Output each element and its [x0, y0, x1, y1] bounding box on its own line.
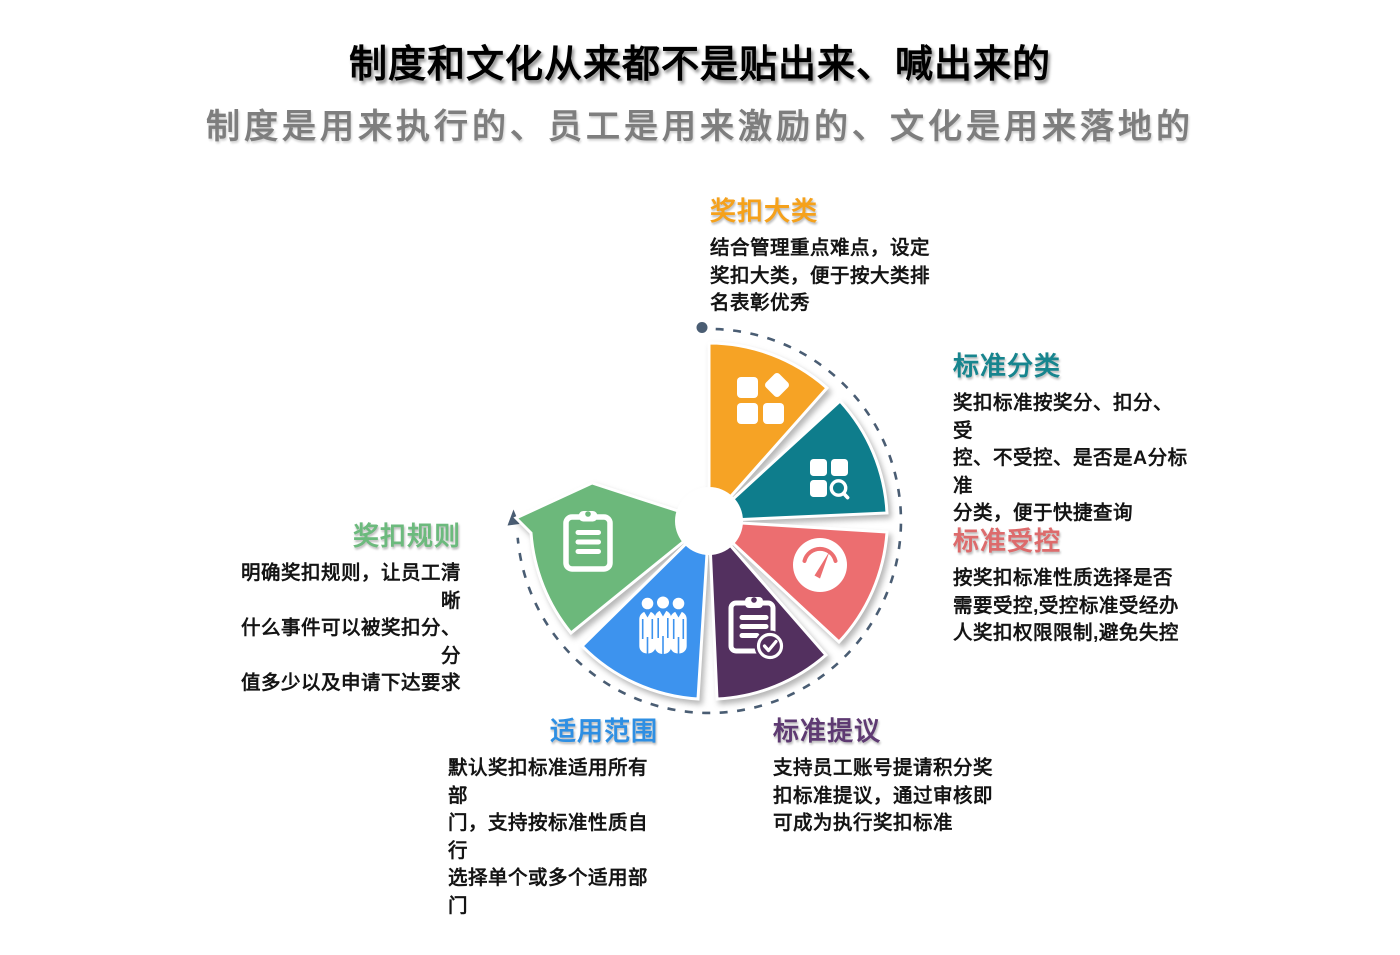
- callout-heading: 适用范围: [549, 716, 658, 746]
- callout-text-line: 人奖扣权限限制,避免失控: [953, 622, 1179, 644]
- callout-text-line: 值多少以及申请下达要求: [240, 672, 461, 694]
- callout-heading: 奖扣大类: [710, 196, 819, 226]
- grid-diamond-icon: [737, 373, 789, 424]
- callout-text-line: 默认奖扣标准适用所有部: [448, 757, 649, 807]
- callout-text-line: 明确奖扣规则，让员工清晰: [240, 562, 461, 612]
- header: 制度和文化从来都不是贴出来、喊出来的 制度是用来执行的、员工是用来激励的、文化是…: [0, 0, 1400, 146]
- clipboard-check-icon: [728, 597, 786, 662]
- people-icon: [639, 596, 687, 654]
- callout-standard-controlled: 标准受控 按奖扣标准性质选择是否 需要受控,受控标准受经办 人奖扣权限限制,避免…: [953, 526, 1189, 648]
- callout-heading: 奖扣规则: [352, 521, 461, 551]
- callout-text-line: 门，支持按标准性质自行: [448, 812, 649, 862]
- wheel-center-hub: [675, 487, 743, 555]
- wedge-standard-proposal: [707, 516, 829, 701]
- callout-text-line: 选择单个或多个适用部门: [448, 867, 649, 917]
- callout-text-line: 按奖扣标准性质选择是否: [953, 567, 1174, 589]
- page-subtitle: 制度是用来执行的、员工是用来激励的、文化是用来落地的: [206, 108, 1194, 146]
- callout-heading: 标准受控: [953, 526, 1062, 556]
- wedge-standard-classification: [704, 398, 889, 523]
- callout-heading: 标准分类: [953, 351, 1062, 381]
- callout-text-line: 控、不受控、是否是A分标准: [953, 447, 1188, 497]
- callout-text-line: 扣标准提议，通过审核即: [773, 784, 994, 807]
- callout-text-line: 名表彰优秀: [710, 292, 811, 314]
- callout-award-categories: 奖扣大类 结合管理重点难点，设定 奖扣大类，便于按大类排 名表彰优秀: [710, 196, 942, 318]
- callout-text-line: 什么事件可以被奖扣分、分: [240, 617, 461, 667]
- arc-start-dot: [696, 322, 708, 333]
- callout-standard-classification: 标准分类 奖扣标准按奖分、扣分、受 控、不受控、是否是A分标准 分类，便于快捷查…: [953, 351, 1189, 528]
- callout-text-line: 结合管理重点难点，设定: [710, 237, 931, 259]
- grid-search-icon: [810, 459, 850, 500]
- callout-text-line: 支持员工账号提请积分奖: [773, 757, 994, 779]
- wedge-apply-scope: [579, 517, 711, 701]
- callout-text-line: 需要受控,受控标准受经办: [953, 594, 1179, 617]
- callout-heading: 标准提议: [773, 716, 882, 746]
- callout-text-line: 可成为执行奖扣标准: [773, 812, 954, 834]
- callout-apply-scope: 适用范围 默认奖扣标准适用所有部 门，支持按标准性质自行 选择单个或多个适用部门: [448, 716, 658, 920]
- callout-text-line: 奖扣标准按奖分、扣分、受: [953, 392, 1174, 442]
- clipboard-icon: [563, 511, 613, 572]
- gauge-icon: [793, 538, 847, 592]
- page-title: 制度和文化从来都不是贴出来、喊出来的: [348, 44, 1051, 86]
- callout-text-line: 分类，便于快捷查询: [953, 502, 1134, 524]
- callout-reward-rules: 奖扣规则 明确奖扣规则，让员工清晰 什么事件可以被奖扣分、分 值多少以及申请下达…: [231, 521, 461, 698]
- callout-standard-proposal: 标准提议 支持员工账号提请积分奖 扣标准提议，通过审核即 可成为执行奖扣标准: [773, 716, 1005, 838]
- callout-text-line: 奖扣大类，便于按大类排: [710, 264, 931, 287]
- dashed-arc-path: [516, 327, 903, 715]
- segmented-wheel-diagram: [507, 322, 903, 715]
